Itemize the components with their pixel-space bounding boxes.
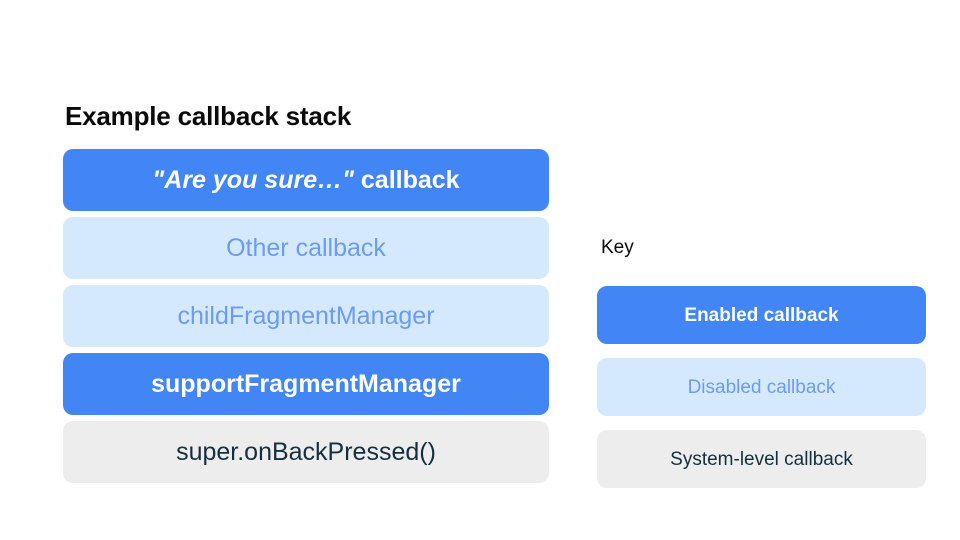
key-legend-list: Enabled callback Disabled callback Syste… [597, 286, 926, 488]
key-legend-item-disabled: Disabled callback [597, 358, 926, 416]
callback-label-quoted: "Are you sure…" [152, 165, 354, 194]
key-legend-section: Key Enabled callback Disabled callback S… [597, 236, 926, 488]
callback-stack-item-support-fragment-manager: supportFragmentManager [63, 353, 549, 415]
callback-stack-item-are-you-sure: "Are you sure…" callback [63, 149, 549, 211]
key-legend-item-enabled: Enabled callback [597, 286, 926, 344]
callback-stack-item-other-callback: Other callback [63, 217, 549, 279]
key-legend-label: Disabled callback [687, 376, 836, 398]
callback-stack-item-super-on-back-pressed: super.onBackPressed() [63, 421, 549, 483]
callback-stack-list: "Are you sure…" callback Other callback … [63, 149, 549, 483]
key-legend-item-system-level: System-level callback [597, 430, 926, 488]
callback-label: "Are you sure…" callback [152, 165, 460, 194]
key-legend-label: System-level callback [670, 448, 853, 470]
callback-label-tail: callback [353, 165, 460, 194]
callback-label: Other callback [226, 233, 386, 262]
callback-label: supportFragmentManager [151, 369, 461, 398]
callback-stack-item-child-fragment-manager: childFragmentManager [63, 285, 549, 347]
callback-label: childFragmentManager [177, 301, 435, 330]
callback-stack-section: Example callback stack "Are you sure…" c… [63, 100, 549, 483]
key-legend-label: Enabled callback [684, 304, 839, 326]
page-title: Example callback stack [65, 101, 352, 131]
key-title: Key [601, 237, 634, 258]
callback-label: super.onBackPressed() [176, 437, 436, 466]
